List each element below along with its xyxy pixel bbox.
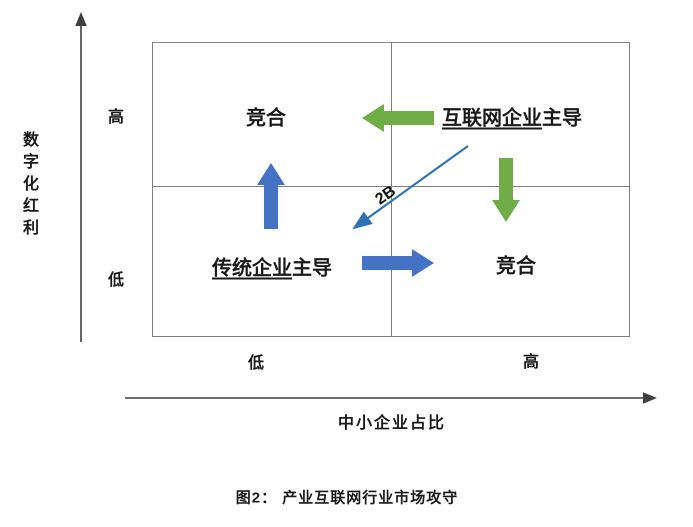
arrow-blue-right-icon xyxy=(362,249,434,277)
x-axis-high-label: 高 xyxy=(522,354,540,371)
x-axis-title: 中小企业占比 xyxy=(337,415,447,432)
top-right-rest-text: 主导 xyxy=(542,107,582,130)
x-axis-arrowhead-icon xyxy=(643,392,657,404)
arrow-green-down-icon xyxy=(492,158,520,222)
bottom-left-underlined-text: 传统企业 xyxy=(212,257,292,280)
matrix-grid xyxy=(152,42,630,337)
y-axis-arrowhead-icon xyxy=(75,12,87,26)
arrow-green-left-icon xyxy=(362,104,434,132)
x-axis-arrow xyxy=(125,392,657,404)
quadrant-top-left-label: 竞合 xyxy=(246,107,286,130)
quadrant-top-right-label: 互联网企业主导 xyxy=(442,102,582,131)
y-axis-title: 数字化红利 xyxy=(20,131,37,241)
matrix-horizontal-divider xyxy=(153,186,629,187)
quadrant-bottom-right-label: 竞合 xyxy=(496,255,536,278)
arrow-2b-diagonal-icon xyxy=(352,145,469,230)
y-axis-low-label: 低 xyxy=(107,272,125,289)
arrow-blue-up-icon xyxy=(257,163,285,229)
bottom-left-rest-text: 主导 xyxy=(292,257,332,280)
figure-caption: 图2： 产业互联网行业市场攻守 xyxy=(235,489,459,507)
y-axis-high-label: 高 xyxy=(107,109,125,126)
quadrant-bottom-left-label: 传统企业主导 xyxy=(212,252,332,281)
matrix-vertical-divider xyxy=(391,43,392,336)
y-axis-arrow xyxy=(75,12,87,342)
x-axis-low-label: 低 xyxy=(247,355,265,372)
top-right-underlined-text: 互联网企业 xyxy=(442,107,542,130)
